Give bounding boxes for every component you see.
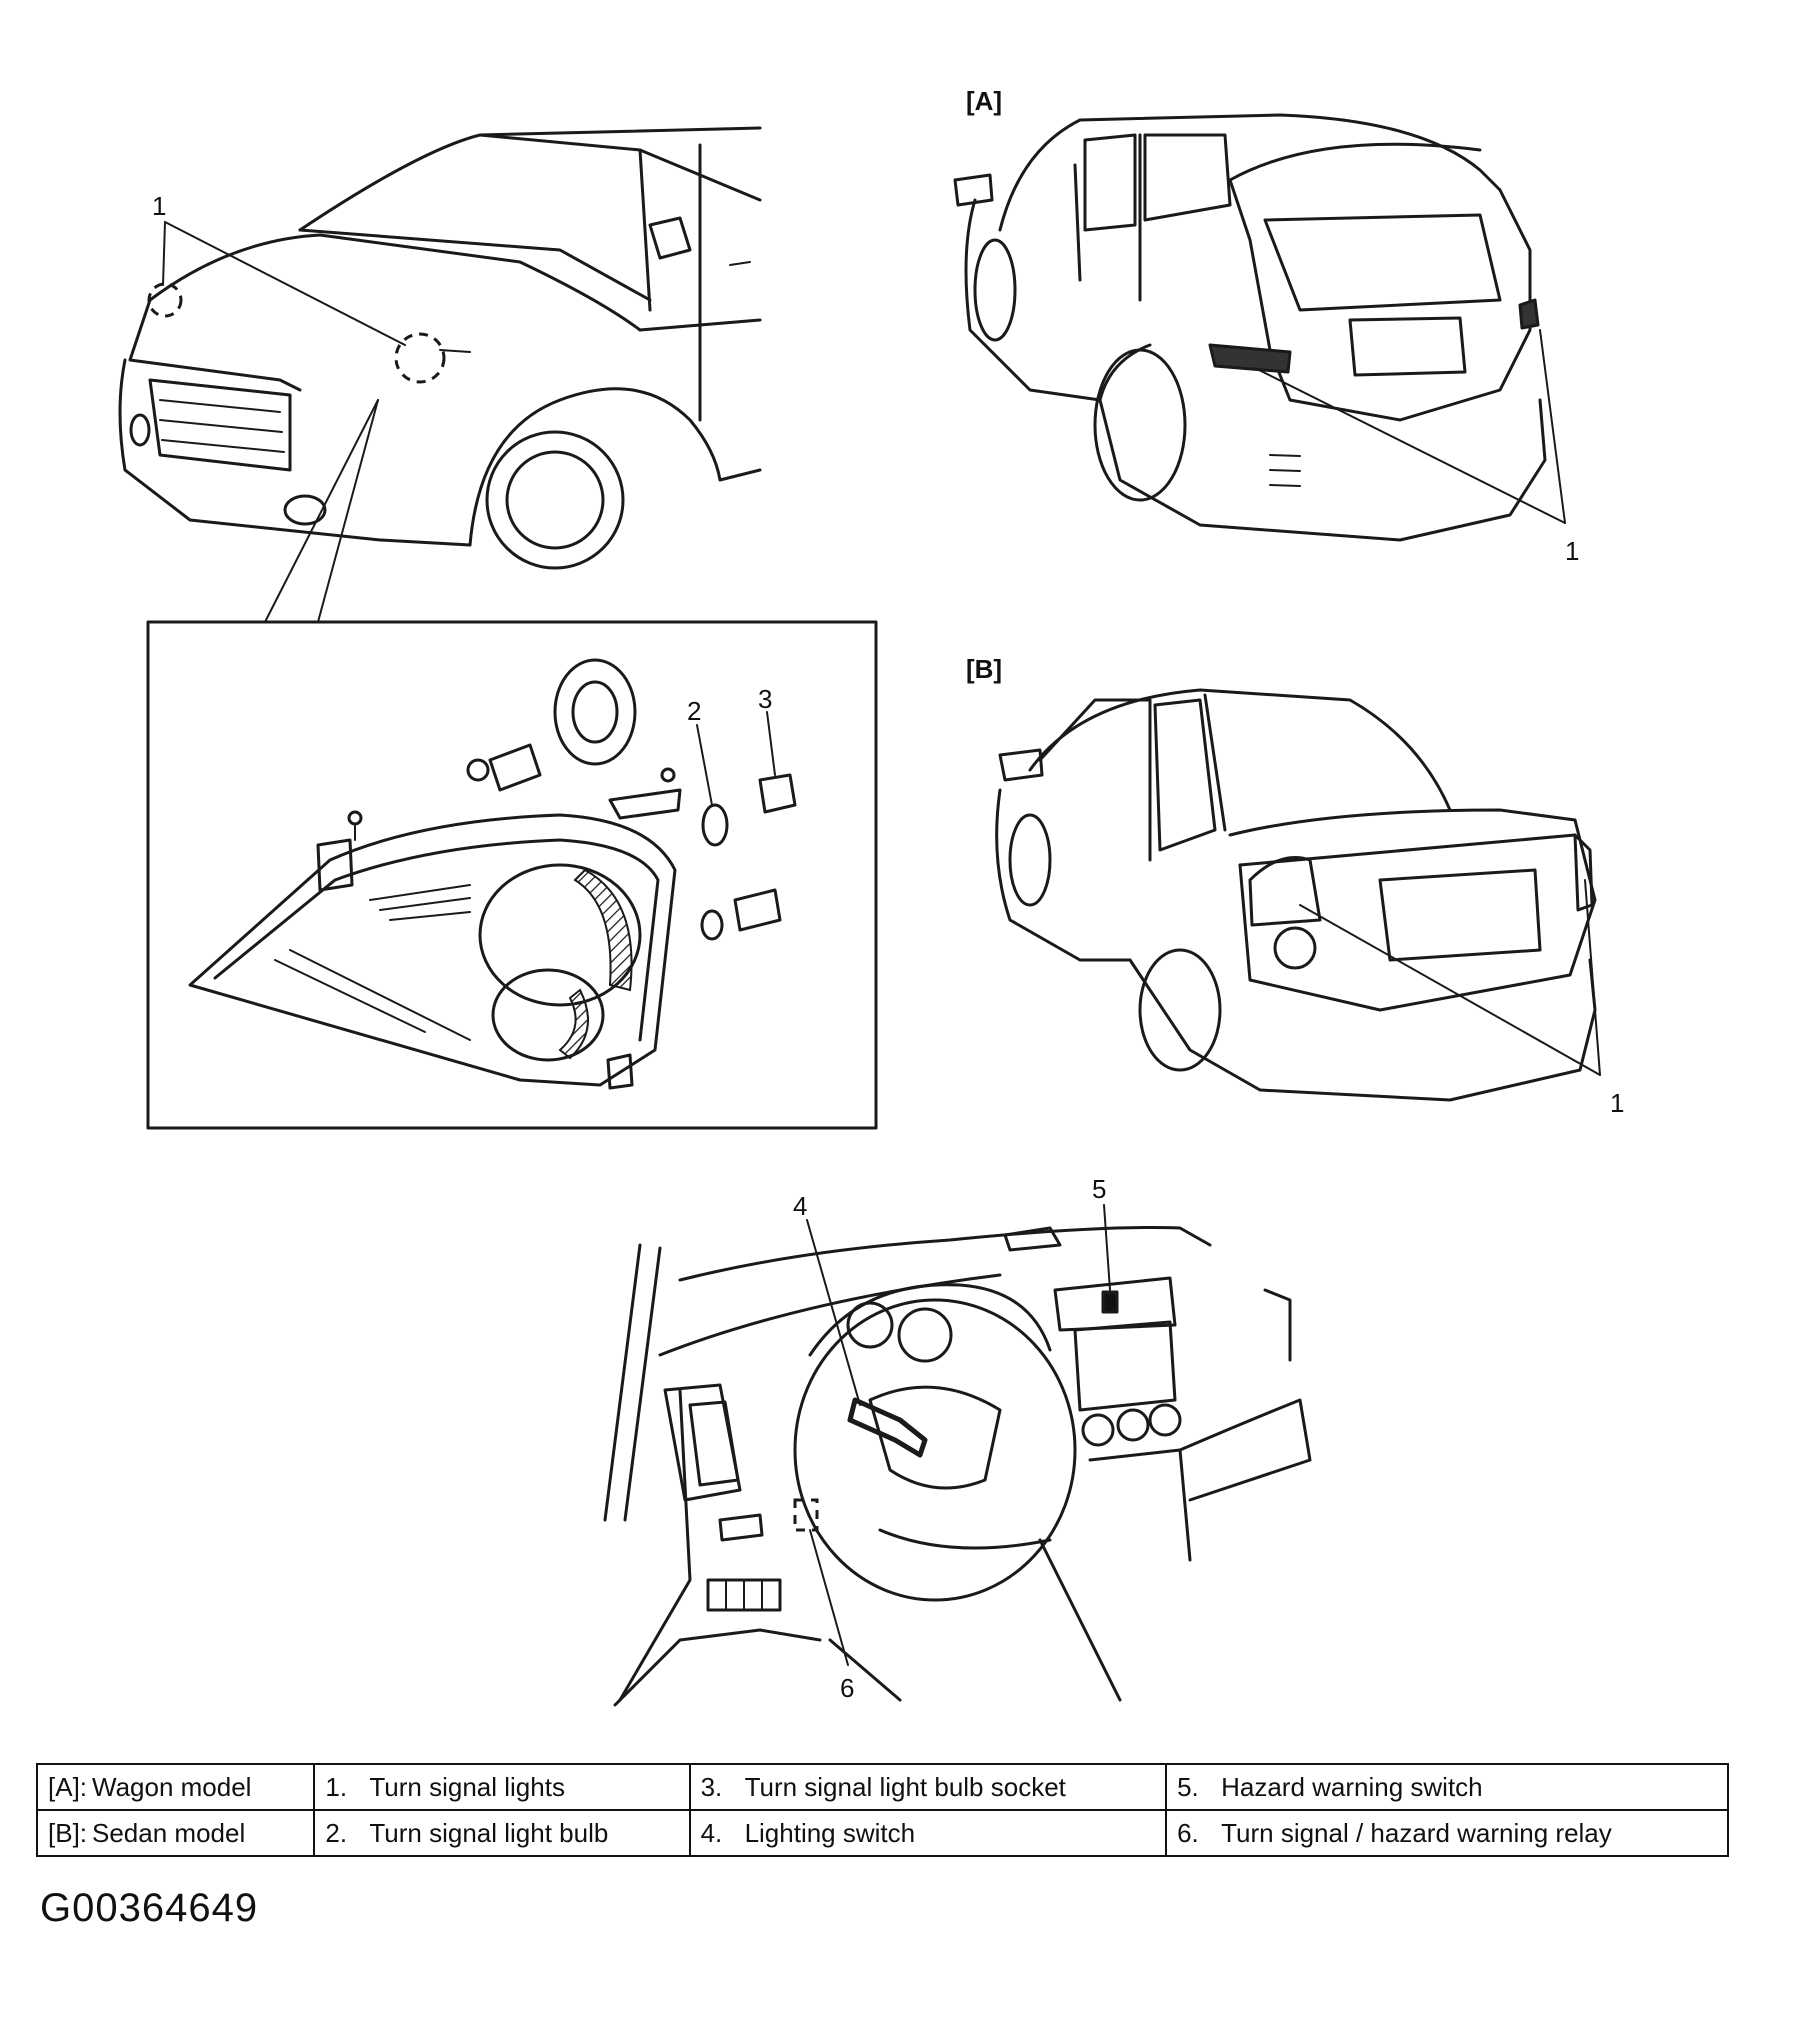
wagon-panel-tag: [A] (966, 86, 1002, 116)
callout-2-bulb: 2 (687, 696, 701, 726)
callout-1-sedan: 1 (1610, 1088, 1624, 1118)
legend-cell: 5. Hazard warning switch (1165, 1763, 1729, 1811)
legend-key: 1. (325, 1771, 348, 1802)
legend-table: [A]:Wagon model 1. Turn signal lights 3. T… (35, 1763, 1729, 1857)
legend-cell: 1. Turn signal lights (313, 1763, 691, 1811)
sedan-panel-tag: [B] (966, 654, 1002, 684)
legend-label: Turn signal lights (369, 1771, 565, 1802)
legend-key: 4. (700, 1817, 723, 1848)
turn-signal-diagram: 1 2 (118, 86, 1624, 1707)
callout-5-hazard-switch: 5 (1092, 1174, 1106, 1204)
sedan-tail-light-right (1573, 833, 1594, 912)
turn-signal-socket (758, 773, 797, 814)
wagon-tail-light-left (1208, 343, 1292, 374)
wagon-rear-illustration: [A] 1 (953, 86, 1579, 566)
legend-key: 6. (1177, 1817, 1199, 1848)
headlamp-inset: 2 3 (146, 620, 878, 1130)
legend-row: [B]:Sedan model 2. Turn signal light bulb… (35, 1809, 1729, 1857)
legend-key: 5. (1177, 1771, 1199, 1802)
legend-label: Turn signal light bulb socket (744, 1771, 1066, 1802)
legend-cell: 2. Turn signal light bulb (313, 1809, 691, 1857)
callout-1-wagon: 1 (1565, 536, 1579, 566)
dashboard-illustration: 4 5 6 (603, 1174, 1312, 1707)
wagon-tail-light-right (1518, 298, 1540, 330)
legend-cell: 6. Turn signal / hazard warning relay (1165, 1809, 1729, 1857)
callout-3-socket: 3 (758, 684, 772, 714)
front-turn-signal-left-marker (147, 282, 183, 318)
legend-label: Sedan model (92, 1817, 246, 1848)
sedan-rear-illustration: [B] 1 (966, 654, 1624, 1118)
legend-label: Wagon model (92, 1771, 252, 1802)
lighting-switch-stalk (847, 1397, 928, 1458)
callout-1-front: 1 (152, 191, 166, 221)
legend-label: Turn signal / hazard warning relay (1221, 1817, 1612, 1848)
legend-label: Turn signal light bulb (369, 1817, 609, 1848)
legend-cell: [B]:Sedan model (35, 1809, 316, 1857)
legend-label: Lighting switch (744, 1817, 916, 1848)
front-car-illustration: 1 (118, 126, 762, 623)
callout-6-relay: 6 (840, 1673, 854, 1703)
legend-cell: 4. Lighting switch (688, 1809, 1168, 1857)
figure-id: G00364649 (40, 1886, 259, 1930)
legend-cell: 3. Turn signal light bulb socket (688, 1763, 1168, 1811)
callout-4-lighting-switch: 4 (793, 1191, 807, 1221)
legend-key: 2. (325, 1817, 348, 1848)
turn-signal-bulb (701, 803, 729, 847)
legend-key: 3. (700, 1771, 723, 1802)
hazard-warning-switch (1101, 1290, 1119, 1314)
legend-key: [B]: (48, 1817, 88, 1848)
front-turn-signal-right-marker (394, 332, 446, 384)
legend-row: [A]:Wagon model 1. Turn signal lights 3. T… (35, 1763, 1729, 1811)
legend-label: Hazard warning switch (1221, 1771, 1483, 1802)
legend-cell: [A]:Wagon model (35, 1763, 316, 1811)
legend-key: [A]: (48, 1771, 88, 1802)
sedan-tail-light-left (1248, 856, 1322, 927)
turn-signal-hazard-relay (793, 1498, 819, 1532)
